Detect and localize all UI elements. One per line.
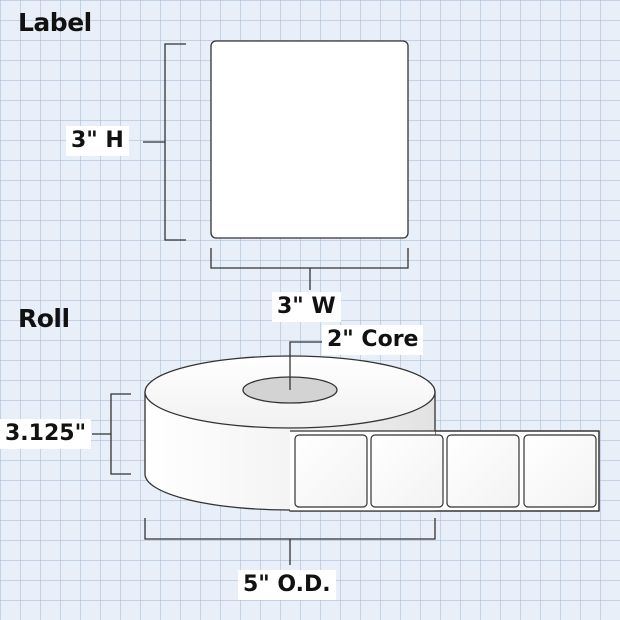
roll-width-dimension: 3.125"	[0, 419, 92, 449]
label-width-dimension: 3" W	[272, 292, 341, 322]
label-height-dimension: 3" H	[66, 126, 129, 156]
roll-label-1	[294, 434, 368, 508]
roll-labels	[294, 434, 597, 508]
outer-diameter-bracket	[144, 518, 436, 565]
label-width-bracket	[210, 248, 409, 290]
outer-diameter-dimension: 5" O.D.	[238, 570, 336, 600]
roll-heading: Roll	[18, 304, 70, 333]
roll-label-2	[370, 434, 444, 508]
label-height-bracket	[143, 43, 186, 241]
roll-width-bracket	[92, 393, 131, 475]
label-heading: Label	[18, 8, 92, 37]
label-sample	[210, 40, 409, 239]
core-size-dimension: 2" Core	[322, 325, 424, 355]
roll-label-4	[523, 434, 597, 508]
core-leader	[289, 341, 322, 390]
roll-label-3	[446, 434, 520, 508]
